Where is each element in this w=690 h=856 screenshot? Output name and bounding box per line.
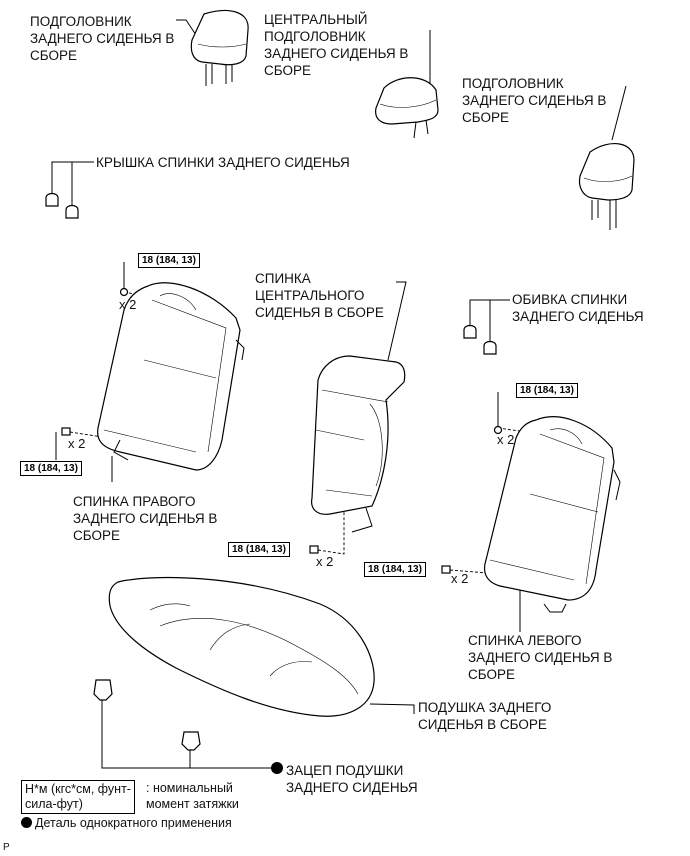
legend-nonreusable: Деталь однократного применения	[21, 815, 232, 831]
bolt-left-top	[493, 425, 503, 435]
label-cushion: ПОДУШКА ЗАДНЕГО СИДЕНЬЯ В СБОРЕ	[418, 700, 552, 732]
legend-nonreusable-text: Деталь однократного применения	[35, 816, 232, 830]
torque-left-bottom: 18 (184, 13)	[364, 562, 426, 577]
leader-center-back	[387, 281, 407, 361]
back-cover-cap-1	[45, 192, 59, 207]
label-headrest-center: ЦЕНТРАЛЬНЫЙ ПОДГОЛОВНИК ЗАДНЕГО СИДЕНЬЯ …	[264, 12, 409, 78]
qty-left-bottom: x 2	[451, 571, 469, 586]
back-trim-cap-1	[463, 324, 477, 339]
right-seatback-shape	[97, 282, 245, 471]
label-center-back: СПИНКА ЦЕНТРАЛЬНОГО СИДЕНЬЯ В СБОРЕ	[255, 271, 384, 320]
label-headrest-left: ПОДГОЛОВНИК ЗАДНЕГО СИДЕНЬЯ В СБОРЕ	[462, 76, 607, 125]
headrest-center-shape	[375, 77, 439, 139]
bolt-left-bottom	[441, 565, 451, 574]
label-cushion-hook: ЗАЦЕП ПОДУШКИ ЗАДНЕГО СИДЕНЬЯ	[286, 763, 418, 795]
cushion-hook-1	[93, 679, 113, 701]
dash-center-bottom	[317, 506, 345, 555]
leader-cushion	[369, 703, 415, 714]
leader-back-cover	[51, 161, 94, 208]
leader-back-trim	[469, 299, 510, 346]
qty-left-top: x 2	[497, 432, 515, 447]
back-cover-cap-2	[65, 204, 79, 219]
qty-center: x 2	[316, 554, 334, 569]
torque-center: 18 (184, 13)	[228, 542, 290, 557]
label-headrest-right: ПОДГОЛОВНИК ЗАДНЕГО СИДЕНЬЯ В СБОРЕ	[30, 14, 175, 63]
leader-headrest-right	[176, 19, 199, 39]
leader-headrest-left	[611, 85, 627, 141]
qty-right-side: x 2	[68, 436, 86, 451]
legend-units-desc: : номинальный момент затяжки	[146, 781, 239, 811]
qty-right-top: x 2	[119, 297, 137, 312]
headrest-right-shape	[190, 9, 249, 86]
back-trim-cap-2	[483, 340, 497, 355]
label-left-back: СПИНКА ЛЕВОГО ЗАДНЕГО СИДЕНЬЯ В СБОРЕ	[468, 633, 613, 682]
label-back-trim: ОБИВКА СПИНКИ ЗАДНЕГО СИДЕНЬЯ	[512, 292, 644, 324]
bolt-right-top	[119, 287, 129, 297]
torque-right-side: 18 (184, 13)	[20, 461, 82, 476]
bolt-right-side	[61, 427, 71, 436]
cushion-shape	[108, 576, 375, 717]
legend-units-box: Н*м (кгс*см, фунт- сила-фут)	[21, 780, 135, 814]
corner-mark: P	[3, 842, 10, 853]
dash-right-side	[69, 431, 123, 441]
nonreusable-dot-icon	[21, 817, 32, 828]
label-back-cover: КРЫШКА СПИНКИ ЗАДНЕГО СИДЕНЬЯ	[96, 155, 350, 170]
bolt-center	[309, 545, 319, 554]
center-seatback-shape	[311, 355, 406, 533]
torque-right-top: 18 (184, 13)	[138, 253, 200, 268]
headrest-left-shape	[578, 143, 635, 230]
cushion-hook-2	[181, 731, 201, 751]
hook-nonreusable-dot	[271, 762, 283, 774]
label-right-back: СПИНКА ПРАВОГО ЗАДНЕГО СИДЕНЬЯ В СБОРЕ	[73, 494, 218, 543]
torque-left-top: 18 (184, 13)	[516, 383, 578, 398]
left-seatback-shape	[483, 416, 621, 613]
